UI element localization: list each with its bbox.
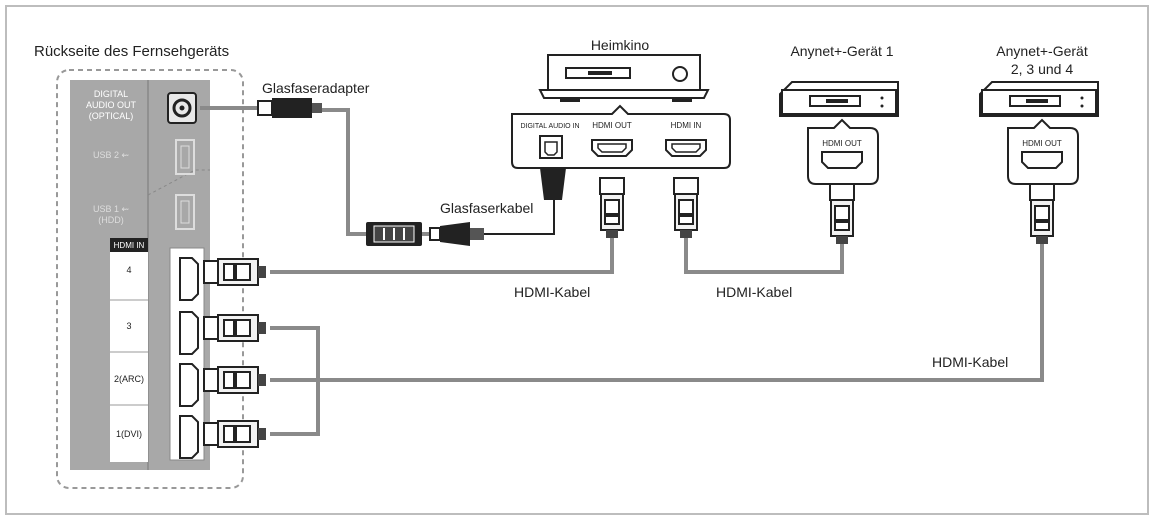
hdmi-cable-label-3: HDMI-Kabel (932, 354, 1008, 370)
hdmi-in-labels-column (110, 252, 148, 462)
anynet-device-1 (779, 81, 899, 117)
hdmi-cable-device2 (270, 238, 1044, 382)
optical-adapter-label: Glasfaseradapter (262, 80, 370, 96)
usb1-port (175, 194, 195, 230)
hdmi-port-label-3: 3 (126, 321, 131, 331)
hdmi-cable-device1 (684, 232, 844, 274)
hdmi-cable-label-1: HDMI-Kabel (514, 284, 590, 300)
hdmi-port-label-2arc: 2(ARC) (114, 374, 144, 384)
tv-hdmi-port-4 (179, 257, 199, 301)
device2-hdmi-out-label: HDMI OUT (1022, 139, 1062, 148)
usb2-label: USB 2 ⇜ (93, 150, 130, 160)
optical-cable-black (470, 200, 555, 235)
hdmi-plug-device1 (829, 183, 855, 245)
tv-hdmi-port-2 (179, 363, 199, 407)
hdmi-in-header-label: HDMI IN (114, 241, 145, 250)
usb1-label-2: (HDD) (98, 215, 124, 225)
hdmi-plug-heimkino-out (599, 177, 625, 239)
tv-hdmi-ports (179, 257, 199, 459)
optical-cable-segment-1 (320, 108, 366, 236)
hdmi-plug-tv-1 (203, 420, 267, 448)
optical-plug (429, 222, 484, 246)
cables (200, 106, 1044, 436)
digital-audio-out-label-1: DIGITAL (94, 89, 128, 99)
optical-cable-label: Glasfaserkabel (440, 200, 533, 216)
device2-hdmi-out-port (1021, 151, 1063, 169)
hdmi-in-header (110, 238, 148, 252)
hdmi-plug-heimkino-in (673, 177, 699, 239)
usb2-port (175, 139, 195, 175)
optical-adapter (257, 98, 322, 118)
anynet-device-2-label-2: 2, 3 und 4 (1011, 61, 1073, 77)
optical-coupler (366, 222, 422, 246)
heimkino-hdmi-in-label: HDMI IN (671, 121, 702, 130)
tv-back-outline (56, 69, 244, 489)
anynet-device-2 (979, 81, 1099, 117)
heimkino-label: Heimkino (591, 37, 650, 53)
optical-port-icon (172, 98, 192, 118)
tv-back-label: Rückseite des Fernsehgeräts (34, 43, 229, 60)
hdmi-cable-label-2: HDMI-Kabel (716, 284, 792, 300)
hdmi-port-label-4: 4 (126, 265, 131, 275)
hdmi-plug-device2 (1029, 183, 1055, 245)
heimkino-device (538, 54, 710, 102)
heimkino-hdmi-out-label: HDMI OUT (592, 121, 632, 130)
hdmi-cable-bridge (270, 326, 320, 436)
hdmi-cable-heimkino-out (270, 232, 614, 274)
heimkino-digital-audio-in-label: DIGITAL AUDIO IN (520, 123, 579, 130)
hdmi-plug-tv-2 (203, 366, 267, 394)
tv-hdmi-port-1 (179, 415, 199, 459)
tv-hdmi-port-3 (179, 311, 199, 355)
device1-hdmi-out-label: HDMI OUT (822, 139, 862, 148)
hdmi-plug-tv-3 (203, 314, 267, 342)
hdmi-port-label-1dvi: 1(DVI) (116, 429, 142, 439)
usb1-label-1: USB 1 ⇜ (93, 204, 130, 214)
anynet-device-1-label: Anynet+-Gerät 1 (790, 43, 893, 59)
digital-audio-out-label-2: AUDIO OUT (86, 100, 137, 110)
hdmi-plug-tv-4 (203, 258, 267, 286)
anynet-device-2-label-1: Anynet+-Gerät (996, 43, 1088, 59)
digital-audio-out-label-3: (OPTICAL) (89, 111, 134, 121)
device1-hdmi-out-port (821, 151, 863, 169)
